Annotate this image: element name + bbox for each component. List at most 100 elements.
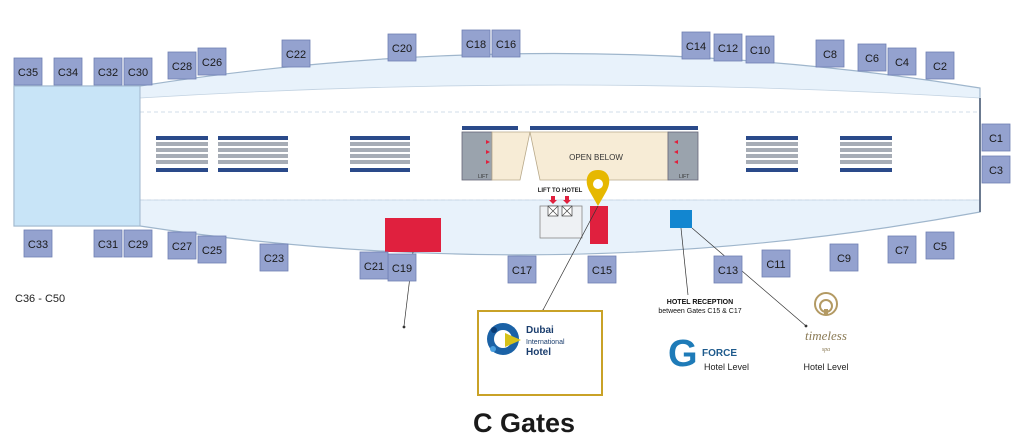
seat-row [350, 168, 410, 172]
gate-box [713, 33, 743, 62]
gate-box [53, 57, 83, 86]
gate-box [681, 31, 711, 60]
gate-c29[interactable]: C29 [123, 229, 153, 258]
gate-c3[interactable]: C3 [981, 155, 1011, 184]
hotel-name-line2: International [526, 339, 565, 346]
gate-label: C35 [18, 67, 38, 79]
seat-strip [530, 126, 698, 130]
escalator-left [461, 131, 493, 181]
gate-c33[interactable]: C33 [23, 229, 53, 258]
gate-c35[interactable]: C35 [13, 57, 43, 86]
gate-label: C4 [895, 57, 909, 69]
gate-c16[interactable]: C16 [491, 29, 521, 58]
gate-c28[interactable]: C28 [167, 51, 197, 80]
location-pin-icon[interactable] [586, 170, 610, 206]
hotel-name-line3: Hotel [526, 347, 551, 358]
gate-c5[interactable]: C5 [925, 231, 955, 260]
gate-c26[interactable]: C26 [197, 47, 227, 76]
gate-box [887, 235, 917, 264]
seat-row [840, 142, 892, 146]
gate-c19[interactable]: C19 [387, 253, 417, 282]
red-block-c19[interactable] [385, 218, 441, 252]
gate-c13[interactable]: C13 [713, 255, 743, 284]
gate-c18[interactable]: C18 [461, 29, 491, 58]
blue-block-reception[interactable] [670, 210, 692, 228]
gate-c21[interactable]: C21 [359, 251, 389, 280]
concourse-west-end [13, 85, 141, 227]
lift-to-hotel-label: LIFT TO HOTEL [538, 188, 583, 194]
reception-title: HOTEL RECEPTION [667, 299, 733, 306]
gate-c9[interactable]: C9 [829, 243, 859, 272]
gate-c30[interactable]: C30 [123, 57, 153, 86]
gate-c12[interactable]: C12 [713, 33, 743, 62]
gate-c7[interactable]: C7 [887, 235, 917, 264]
gate-c11[interactable]: C11 [761, 249, 791, 278]
seat-row [746, 168, 798, 172]
gate-c14[interactable]: C14 [681, 31, 711, 60]
gate-label: C14 [686, 41, 706, 53]
gate-label: C32 [98, 67, 118, 79]
gate-label: C13 [718, 265, 738, 277]
seat-row [350, 148, 410, 152]
gate-box [167, 231, 197, 260]
gate-c15[interactable]: C15 [587, 255, 617, 284]
gate-box [93, 57, 123, 86]
gate-c32[interactable]: C32 [93, 57, 123, 86]
seat-row [350, 160, 410, 164]
gate-box [761, 249, 791, 278]
seat-row [218, 142, 288, 146]
gate-box [197, 235, 227, 264]
gate-box [197, 47, 227, 76]
gate-c10[interactable]: C10 [745, 35, 775, 64]
gate-label: C19 [392, 263, 412, 275]
open-below-area [491, 131, 531, 181]
gate-box [491, 29, 521, 58]
gate-box [23, 229, 53, 258]
red-block-hotel[interactable] [590, 206, 608, 244]
gate-label: C12 [718, 43, 738, 55]
gate-c27[interactable]: C27 [167, 231, 197, 260]
gate-c31[interactable]: C31 [93, 229, 123, 258]
gate-c22[interactable]: C22 [281, 39, 311, 68]
spa-name: timeless [805, 328, 847, 343]
gate-c8[interactable]: C8 [815, 39, 845, 68]
gate-label: C25 [202, 245, 222, 257]
spa-logo-icon[interactable] [814, 292, 838, 316]
gate-label: C34 [58, 67, 78, 79]
callout-line-spa [691, 227, 807, 327]
gate-label: C21 [364, 261, 384, 273]
gate-box [857, 43, 887, 72]
gate-c23[interactable]: C23 [259, 243, 289, 272]
gate-c4[interactable]: C4 [887, 47, 917, 76]
gate-c1[interactable]: C1 [981, 123, 1011, 152]
gate-c17[interactable]: C17 [507, 255, 537, 284]
gate-label: C28 [172, 61, 192, 73]
gate-box [829, 243, 859, 272]
gate-label: C26 [202, 57, 222, 69]
gate-box [925, 231, 955, 260]
gate-box [13, 57, 43, 86]
gate-range-label: C36 - C50 [15, 293, 65, 305]
seat-row [156, 136, 208, 140]
seat-row [746, 148, 798, 152]
gforce-logo[interactable]: G FORCE [668, 333, 737, 375]
gate-c25[interactable]: C25 [197, 235, 227, 264]
gforce-logo-word: FORCE [702, 348, 737, 359]
gate-label: C3 [989, 165, 1003, 177]
gate-box [387, 253, 417, 282]
gate-label: C9 [837, 253, 851, 265]
gate-label: C27 [172, 241, 192, 253]
gate-c2[interactable]: C2 [925, 51, 955, 80]
seat-row [218, 160, 288, 164]
seat-strip [462, 126, 518, 130]
reception-subtitle: between Gates C15 & C17 [658, 308, 741, 315]
lift-to-hotel-box [539, 205, 583, 239]
gate-c6[interactable]: C6 [857, 43, 887, 72]
lift-label-right: LIFT [679, 174, 689, 180]
gate-label: C18 [466, 39, 486, 51]
gate-c34[interactable]: C34 [53, 57, 83, 86]
gate-c20[interactable]: C20 [387, 33, 417, 62]
seating-areas [156, 136, 892, 172]
spa-level: Hotel Level [803, 362, 848, 372]
